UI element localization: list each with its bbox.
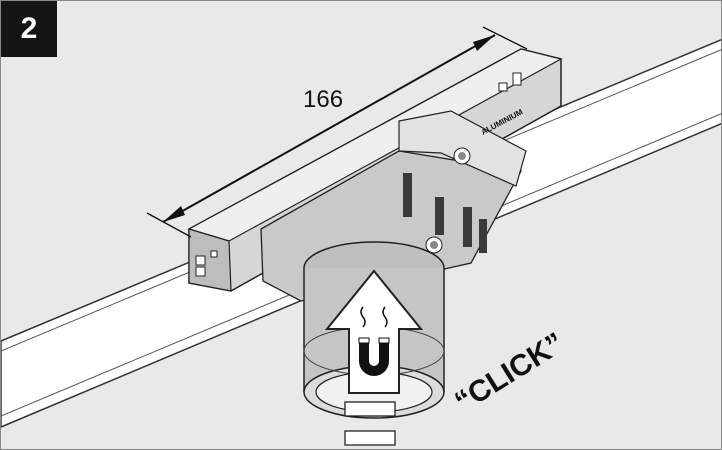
- dimension-line: [146, 26, 528, 238]
- step-number-badge: 2: [1, 1, 57, 57]
- magnet-icon: [358, 306, 390, 376]
- up-arrow-icon: [324, 269, 424, 394]
- track-adapter: [187, 48, 563, 302]
- magnet-part-icon: [344, 401, 396, 446]
- click-callout: “CLICK”: [449, 326, 570, 418]
- dimension-label: 166: [303, 86, 343, 113]
